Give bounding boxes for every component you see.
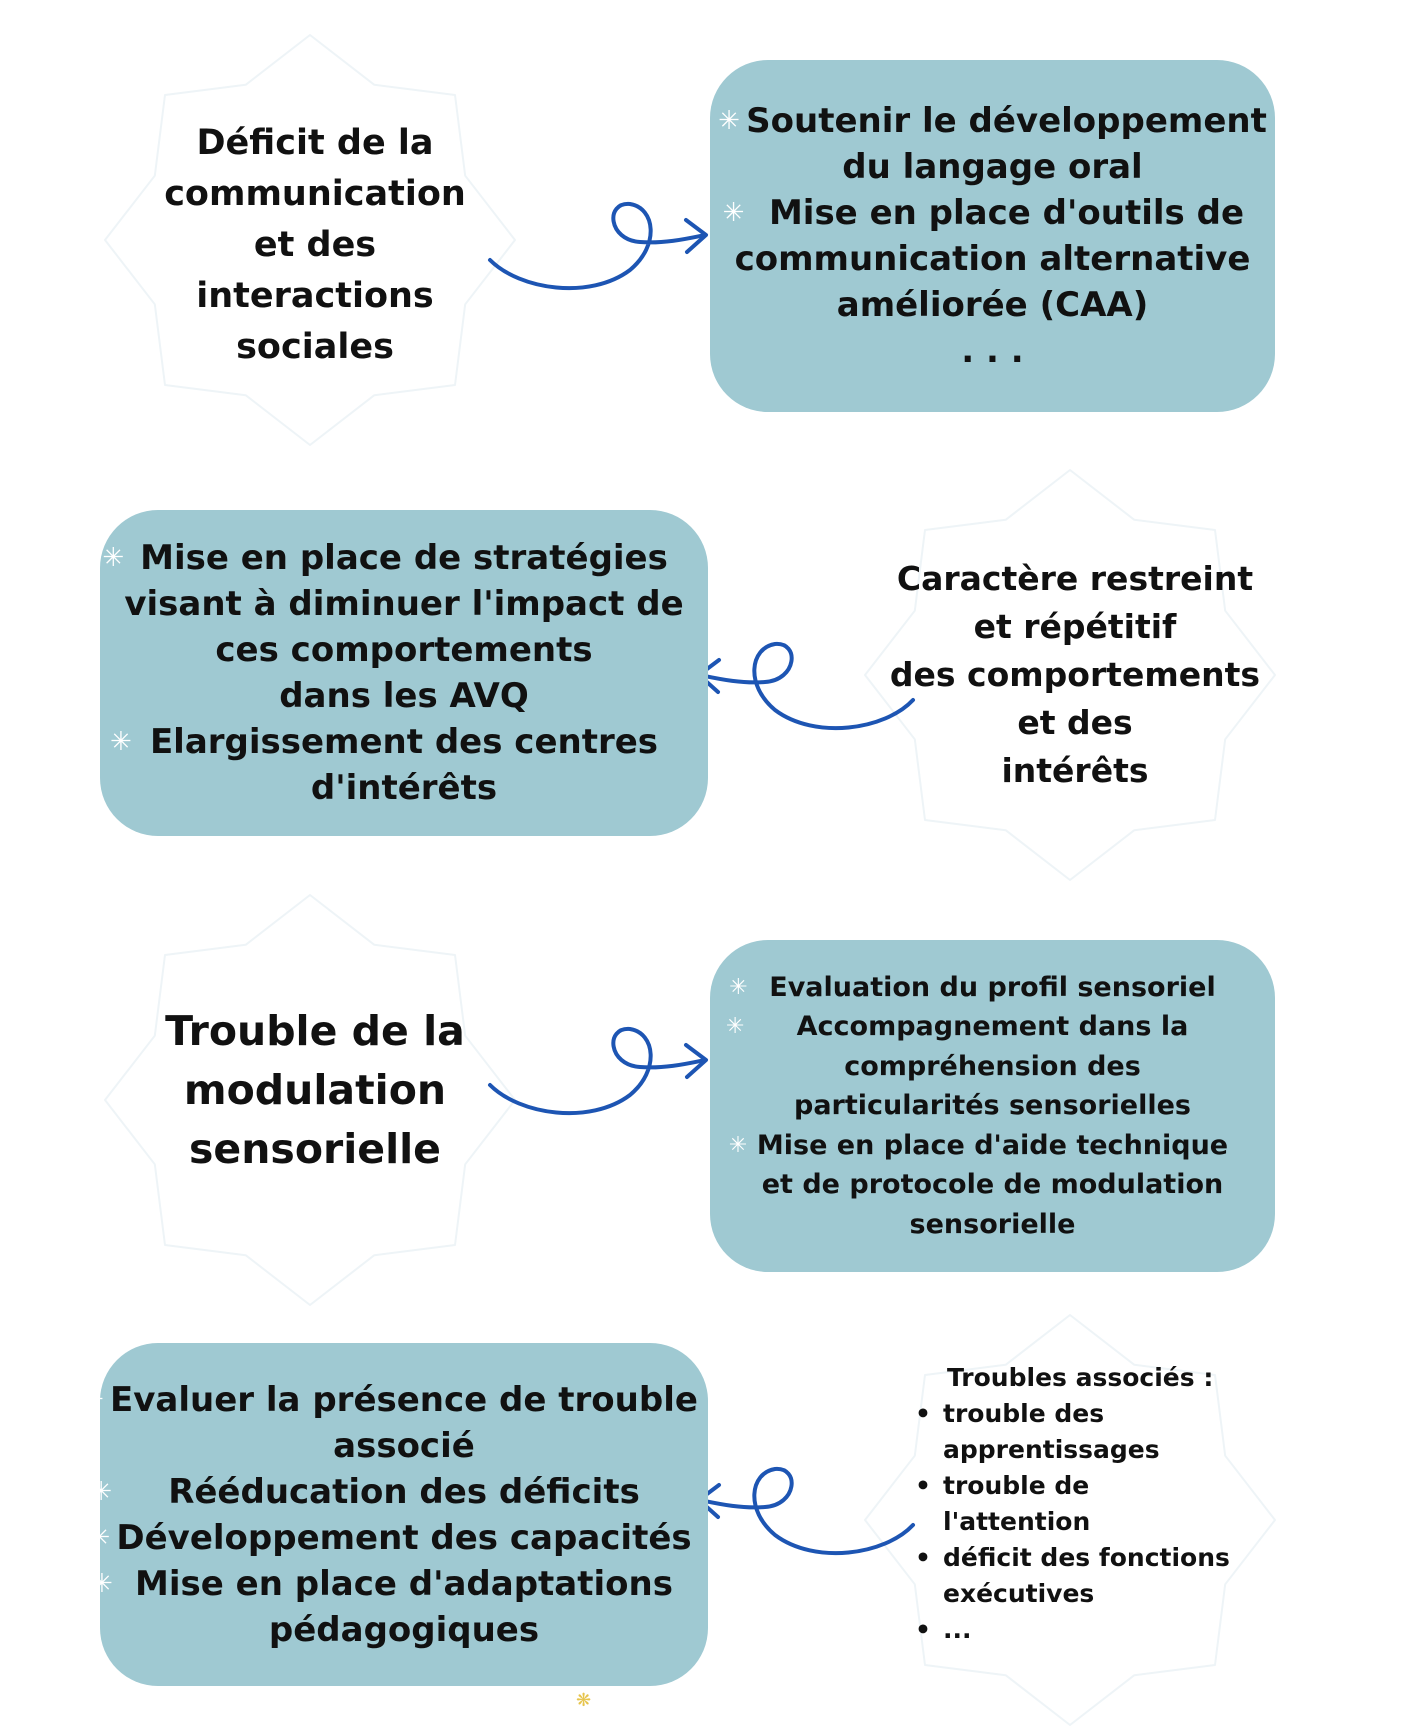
associated-disorders-title: Troubles associés :: [947, 1363, 1214, 1392]
action-line: Rééducation des déficits: [168, 1471, 640, 1512]
associated-disorder-item: • déficit des fonctions exécutives: [915, 1540, 1230, 1612]
list-line: trouble des: [943, 1399, 1105, 1428]
sparkle-icon: ❋: [576, 1690, 592, 1711]
concept-line: sociales: [236, 326, 394, 367]
concept-line: Caractère restreint: [896, 559, 1254, 598]
star-shape-3: [100, 890, 520, 1310]
list-line: trouble de: [943, 1471, 1090, 1500]
concept-line: et des: [1017, 703, 1133, 742]
associated-disorder-item: • trouble des apprentissages: [915, 1396, 1160, 1468]
action-item: ✳ Mise en place d'outils de communicatio…: [723, 190, 1251, 328]
star-shape-4: [860, 1310, 1280, 1730]
asterisk-icon: ✳: [88, 1522, 111, 1553]
bullet-icon: •: [915, 1543, 931, 1572]
action-line: du langage oral: [842, 147, 1143, 187]
asterisk-icon: ✳: [718, 106, 740, 136]
action-line: Accompagnement dans la: [796, 1011, 1189, 1043]
action-item: ✳ Mise en place d'aide technique et de p…: [729, 1126, 1229, 1245]
action-item: ✳ Evaluation du profil sensoriel: [729, 968, 1216, 1008]
bullet-icon: •: [915, 1471, 931, 1500]
action-item: ✳ Rééducation des déficits: [90, 1469, 640, 1515]
action-line: associé: [333, 1425, 475, 1466]
star-outline: [104, 894, 516, 1306]
concept-line: modulation: [183, 1065, 447, 1114]
action-item: ✳ Soutenir le développement du langage o…: [718, 98, 1267, 190]
concept-communication-deficit: Déficit de la communication et des inter…: [150, 115, 480, 375]
concept-line: Trouble de la: [165, 1006, 465, 1055]
asterisk-icon: ✳: [722, 198, 745, 228]
concept-sensory-modulation: Trouble de la modulation sensorielle: [130, 995, 500, 1185]
action-line: Mise en place d'outils de: [768, 193, 1245, 233]
action-line: et de protocole de modulation: [761, 1169, 1224, 1201]
list-line: l'attention: [943, 1507, 1091, 1536]
associated-disorder-item: • trouble de l'attention: [915, 1468, 1090, 1540]
list-line: déficit des fonctions: [943, 1543, 1230, 1572]
star-shape-2: [860, 465, 1280, 885]
concept-associated-disorders: Troubles associés : • trouble des appren…: [915, 1360, 1245, 1660]
arrow-right-3: [480, 1015, 720, 1135]
action-line: Soutenir le développement: [746, 101, 1267, 141]
arrow-left-icon: [697, 1467, 915, 1556]
actions-box-communication: ✳ Soutenir le développement du langage o…: [710, 60, 1275, 412]
arrow-left-4: [685, 1455, 925, 1575]
list-line: ...: [943, 1615, 972, 1644]
star-shape-1: [100, 30, 520, 450]
action-line: visant à diminuer l'impact de: [124, 584, 684, 624]
action-item: ✳ Accompagnement dans la compréhension d…: [726, 1007, 1191, 1126]
action-line: Mise en place d'aide technique: [756, 1129, 1229, 1161]
action-line: Evaluer la présence de trouble: [110, 1379, 698, 1420]
action-line: pédagogiques: [268, 1609, 540, 1650]
action-line: sensorielle: [909, 1208, 1076, 1240]
action-line: d'intérêts: [310, 768, 498, 808]
star-outline: [104, 34, 516, 446]
actions-box-associated: ✳ Evaluer la présence de trouble associé…: [82, 1343, 708, 1686]
asterisk-icon: ✳: [91, 1568, 113, 1599]
concept-line: intérêts: [1001, 751, 1149, 790]
arrow-right-icon: [488, 202, 708, 291]
action-line: Elargissement des centres: [149, 722, 659, 762]
associated-disorder-item: • ...: [915, 1612, 972, 1648]
action-item: ✳ Mise en place de stratégies visant à d…: [102, 535, 684, 719]
concept-line: des comportements: [889, 655, 1261, 694]
asterisk-icon: ✳: [90, 1476, 112, 1507]
action-item: ✳ Elargissement des centres d'intérêts: [110, 719, 659, 811]
action-line: particularités sensorielles: [794, 1090, 1191, 1122]
action-line: Evaluation du profil sensoriel: [769, 971, 1216, 1003]
action-line: communication alternative: [734, 239, 1251, 279]
bullet-icon: •: [915, 1615, 931, 1644]
action-item: ✳ Mise en place d'adaptations pédagogiqu…: [91, 1561, 673, 1653]
action-item: ✳ Evaluer la présence de trouble associé: [82, 1377, 698, 1469]
action-line: Développement des capacités: [116, 1517, 692, 1558]
list-line: apprentissages: [943, 1435, 1160, 1464]
action-line: Mise en place de stratégies: [140, 538, 668, 578]
action-line: améliorée (CAA): [836, 285, 1149, 325]
concept-line: sensorielle: [189, 1124, 441, 1173]
concept-line: Déficit de la: [196, 122, 434, 163]
action-item: ✳ Développement des capacités: [88, 1515, 692, 1561]
concept-line: communication: [164, 173, 466, 214]
asterisk-icon: ✳: [82, 1384, 104, 1415]
asterisk-icon: ✳: [728, 1132, 748, 1158]
action-line: dans les AVQ: [279, 676, 529, 716]
asterisk-icon: ✳: [729, 974, 748, 1000]
action-line: compréhension des: [844, 1050, 1141, 1082]
concept-restricted-behaviors: Caractère restreint et répétitif des com…: [880, 550, 1270, 800]
actions-box-sensory: ✳ Evaluation du profil sensoriel ✳ Accom…: [710, 940, 1275, 1272]
arrow-right-1: [480, 190, 720, 310]
asterisk-icon: ✳: [109, 727, 132, 757]
asterisk-icon: ✳: [102, 543, 125, 573]
ellipsis-text: . . .: [961, 331, 1024, 371]
concept-line: interactions: [196, 275, 434, 316]
concept-line: et répétitif: [973, 607, 1177, 646]
actions-box-behaviors: ✳ Mise en place de stratégies visant à d…: [100, 510, 708, 836]
asterisk-icon: ✳: [726, 1014, 745, 1040]
concept-line: et des: [253, 224, 377, 265]
action-line: ces comportements: [215, 630, 593, 670]
list-line: exécutives: [943, 1579, 1095, 1608]
star-outline: [864, 1314, 1276, 1726]
action-line: Mise en place d'adaptations: [135, 1563, 673, 1604]
arrow-right-icon: [488, 1027, 708, 1116]
star-outline: [864, 469, 1276, 881]
bullet-icon: •: [915, 1399, 931, 1428]
